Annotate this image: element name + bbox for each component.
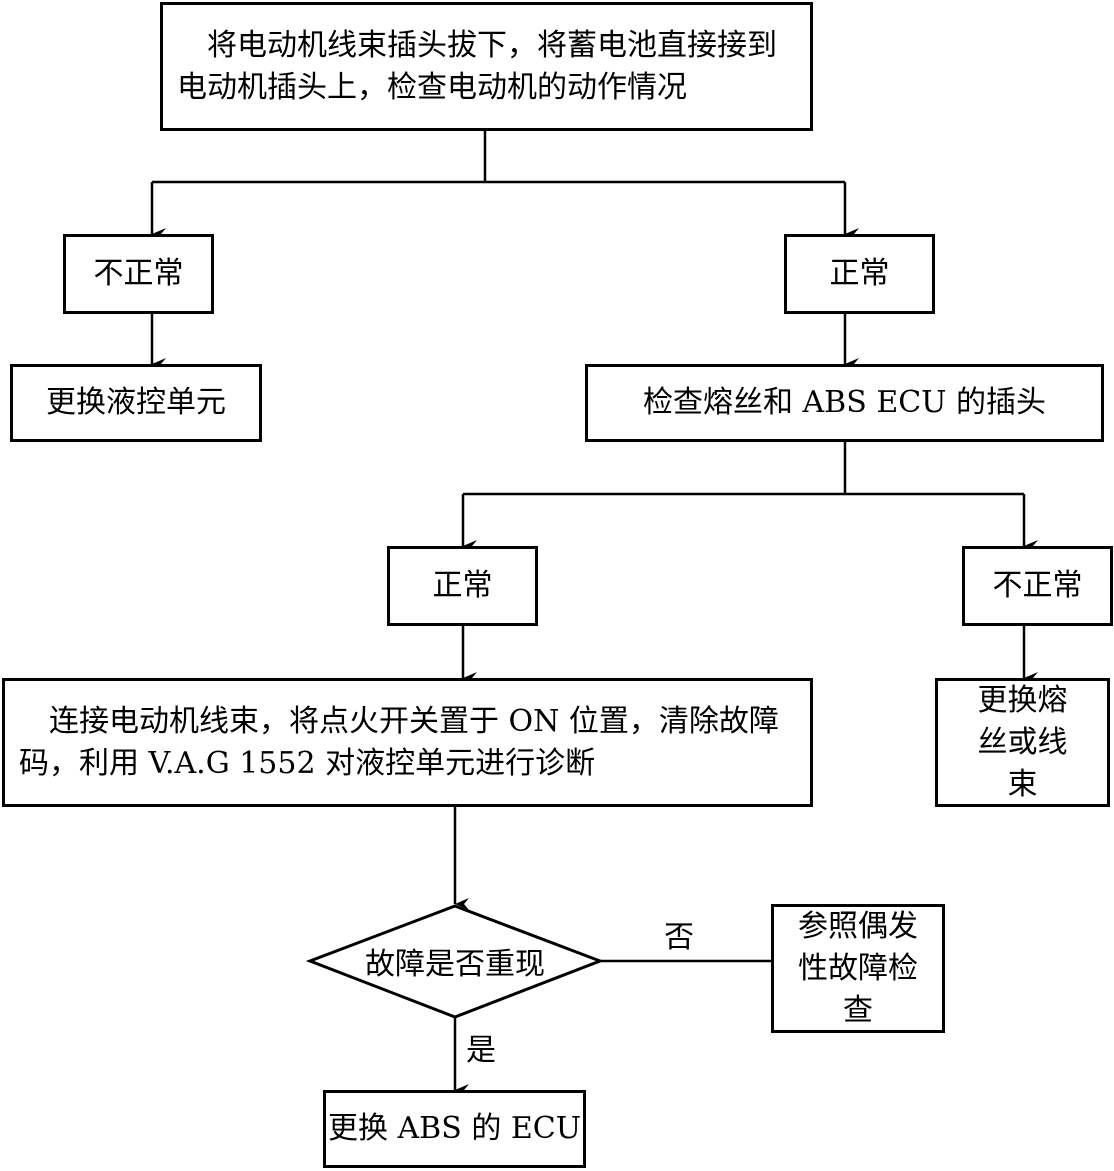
result-normal-right: 正常 bbox=[784, 234, 935, 314]
result-normal-right-text: 正常 bbox=[829, 256, 890, 291]
result-abnormal-right: 不正常 bbox=[962, 546, 1113, 626]
edge-label-yes-text: 是 bbox=[466, 1033, 496, 1068]
decision-fault-reappear: 故障是否重现 bbox=[330, 931, 580, 991]
edge-label-no: 否 bbox=[664, 920, 694, 956]
decision-fault-reappear-text: 故障是否重现 bbox=[365, 947, 545, 982]
action-intermittent-fault-check-text: 参照偶发性故障检查 bbox=[798, 908, 918, 1028]
step-check-fuse-plug-text: 检查熔丝和 ABS ECU 的插头 bbox=[642, 385, 1046, 420]
result-abnormal-left: 不正常 bbox=[63, 234, 214, 314]
result-abnormal-right-text: 不正常 bbox=[992, 568, 1083, 603]
result-normal-left-text: 正常 bbox=[432, 568, 493, 603]
edge-label-yes: 是 bbox=[466, 1033, 496, 1069]
action-replace-hydraulic-unit-text: 更换液控单元 bbox=[46, 385, 226, 420]
step-connect-and-diagnose: 连接电动机线束，将点火开关置于 ON 位置，清除故障码，利用 V.A.G 155… bbox=[2, 678, 813, 807]
action-replace-abs-ecu-text: 更换 ABS 的 ECU bbox=[327, 1111, 581, 1146]
action-intermittent-fault-check: 参照偶发性故障检查 bbox=[771, 904, 945, 1033]
decision-diamond bbox=[305, 904, 605, 1019]
result-normal-left: 正常 bbox=[387, 546, 538, 626]
result-abnormal-left-text: 不正常 bbox=[93, 256, 184, 291]
action-replace-abs-ecu: 更换 ABS 的 ECU bbox=[323, 1090, 586, 1168]
action-replace-fuse-harness-text: 更换熔丝或线束 bbox=[977, 682, 1068, 802]
step-disconnect-motor-text: 将电动机线束插头拔下，将蓄电池直接接到电动机插头上，检查电动机的动作情况 bbox=[177, 27, 777, 105]
step-disconnect-motor: 将电动机线束插头拔下，将蓄电池直接接到电动机插头上，检查电动机的动作情况 bbox=[160, 2, 813, 131]
action-replace-fuse-harness: 更换熔丝或线束 bbox=[935, 678, 1110, 807]
edge-label-no-text: 否 bbox=[664, 920, 694, 955]
action-replace-hydraulic-unit: 更换液控单元 bbox=[10, 364, 262, 442]
step-check-fuse-plug: 检查熔丝和 ABS ECU 的插头 bbox=[585, 364, 1104, 442]
step-connect-and-diagnose-text: 连接电动机线束，将点火开关置于 ON 位置，清除故障码，利用 V.A.G 155… bbox=[19, 703, 779, 781]
